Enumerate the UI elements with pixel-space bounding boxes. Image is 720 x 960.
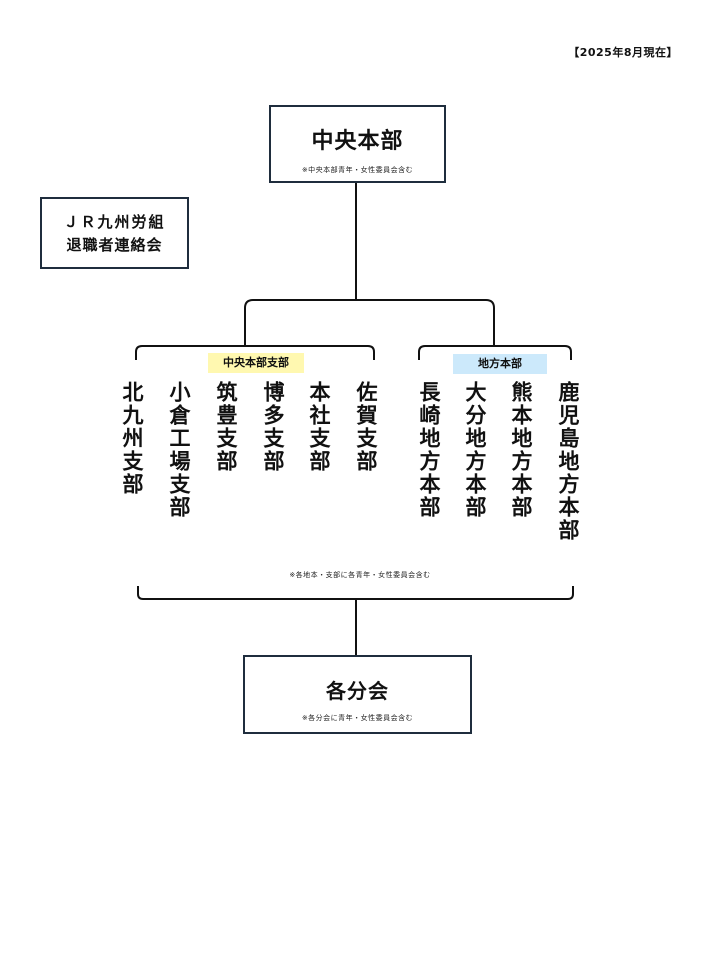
regional-kumamoto: 熊本地方本部 [509,381,533,519]
branch-head-office: 本社支部 [307,381,331,473]
branch-chapters-title: 各分会 [326,679,389,703]
branch-kokura-factory: 小倉工場支部 [167,381,191,519]
branch-saga: 佐賀支部 [354,381,378,473]
regional-group-label: 地方本部 [453,354,547,374]
branch-chikuho: 筑豊支部 [214,381,238,473]
bottom-bracket [137,586,574,600]
retiree-group-box: ＪＲ九州労組 退職者連絡会 [40,197,189,269]
regional-nagasaki: 長崎地方本部 [417,381,441,519]
central-hq-box: 中央本部 ※中央本部青年・女性委員会含む [269,105,446,183]
branch-kitakyushu: 北九州支部 [120,381,144,496]
central-group-label: 中央本部支部 [208,353,304,373]
date-label: 【2025年8月現在】 [568,46,678,59]
central-hq-title: 中央本部 [311,129,404,154]
branch-hakata: 博多支部 [261,381,285,473]
regional-bracket [418,345,572,360]
branch-chapters-box: 各分会 ※各分会に青年・女性委員会含む [243,655,472,734]
bottom-note: ※各地本・支部に各青年・女性委員会含む [289,571,431,579]
central-hq-note: ※中央本部青年・女性委員会含む [301,166,414,174]
retiree-group-line2: 退職者連絡会 [66,236,163,254]
retiree-group-line1: ＪＲ九州労組 [63,213,166,231]
branch-chapters-note: ※各分会に青年・女性委員会含む [301,714,414,722]
central-bracket [135,345,375,360]
split-bracket [244,299,495,345]
regional-oita: 大分地方本部 [463,381,487,519]
regional-kagoshima: 鹿児島地方本部 [556,381,580,542]
